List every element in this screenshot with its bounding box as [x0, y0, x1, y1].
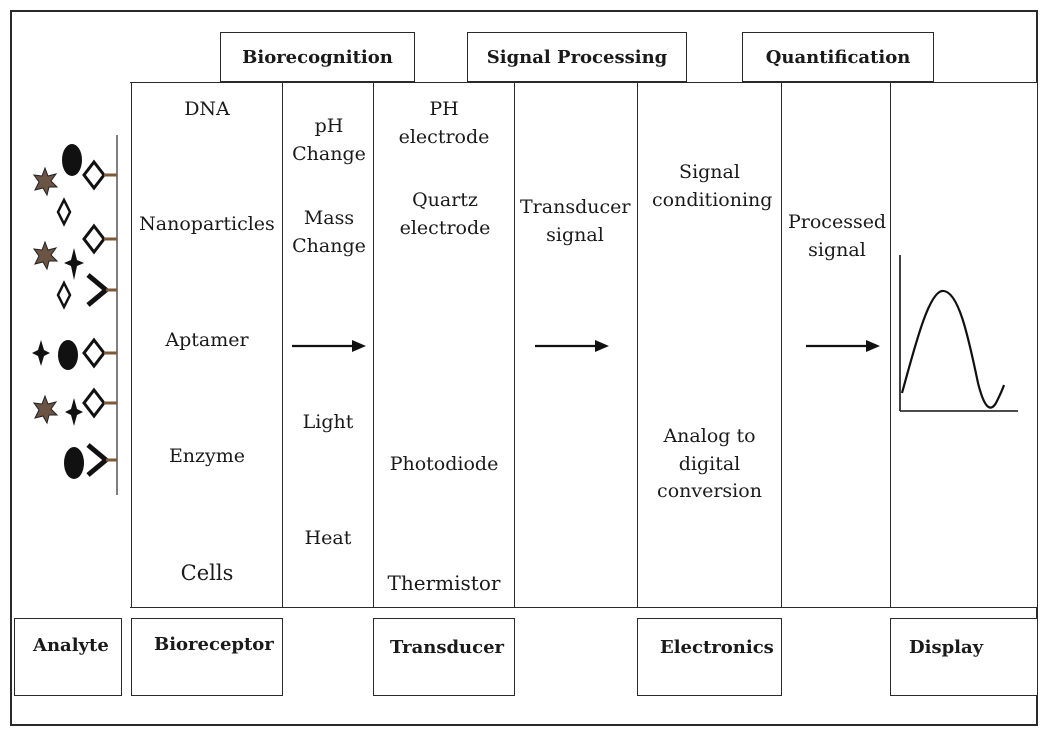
label-analyte: Analyte [14, 618, 122, 696]
header-signal-processing: Signal Processing [467, 32, 687, 82]
header-signal-processing-label: Signal Processing [486, 46, 668, 68]
bioreceptor-item-cells: Cells [180, 561, 234, 585]
transducer-column [373, 82, 515, 608]
transducer-quartz-electrode: Quartz electrode [399, 189, 491, 239]
electronics-adc: Analog to digital conversion [657, 425, 762, 503]
arrow-to-transducer [292, 340, 366, 352]
electronics-column [637, 82, 782, 608]
label-display: Display [890, 618, 1038, 696]
analyte-illustration [32, 135, 118, 495]
label-analyte-text: Analyte [33, 634, 109, 656]
label-transducer-text: Transducer [390, 636, 505, 658]
signal-ph-change: pH Change [292, 115, 366, 165]
label-transducer: Transducer [373, 618, 515, 696]
label-display-text: Display [909, 636, 984, 658]
transducer-signal-label: Transducer signal [520, 196, 631, 246]
header-quantification: Quantification [742, 32, 934, 82]
label-electronics-text: Electronics [660, 636, 774, 658]
signal-heat: Heat [304, 527, 352, 549]
transducer-thermistor: Thermistor [387, 571, 501, 595]
diamond-receptor-icon [82, 159, 106, 419]
circle-analyte-icon [58, 144, 84, 479]
four-point-star-analyte-icon [32, 248, 84, 426]
arrow-to-display [806, 340, 880, 352]
bioreceptor-item-aptamer: Aptamer [165, 329, 249, 351]
bioreceptor-item-enzyme: Enzyme [168, 445, 246, 467]
transducer-ph-electrode: PH electrode [398, 98, 490, 148]
transducer-photodiode: Photodiode [389, 453, 499, 475]
bioreceptor-item-dna: DNA [184, 98, 230, 120]
display-signal-plot [899, 255, 1018, 412]
signal-mass-change: Mass Change [292, 207, 366, 257]
bioreceptor-item-nanoparticles: Nanoparticles [139, 213, 275, 235]
arrow-to-electronics [535, 340, 609, 352]
header-quantification-label: Quantification [765, 46, 911, 68]
label-bioreceptor-text: Bioreceptor [154, 633, 274, 655]
electronics-signal-conditioning: Signal conditioning [652, 161, 773, 211]
label-electronics: Electronics [637, 618, 782, 696]
header-biorecognition: Biorecognition [220, 32, 415, 82]
process-strip [130, 82, 1038, 608]
spiky-star-analyte-icon [32, 166, 59, 425]
processed-signal-label: Processed signal [788, 211, 887, 261]
chevron-receptor-icon [86, 273, 110, 477]
label-bioreceptor: Bioreceptor [131, 618, 283, 696]
signal-light: Light [302, 411, 354, 433]
header-biorecognition-label: Biorecognition [242, 46, 393, 68]
bioreceptor-column [131, 82, 283, 608]
small-diamond-analyte-icon [56, 197, 72, 310]
